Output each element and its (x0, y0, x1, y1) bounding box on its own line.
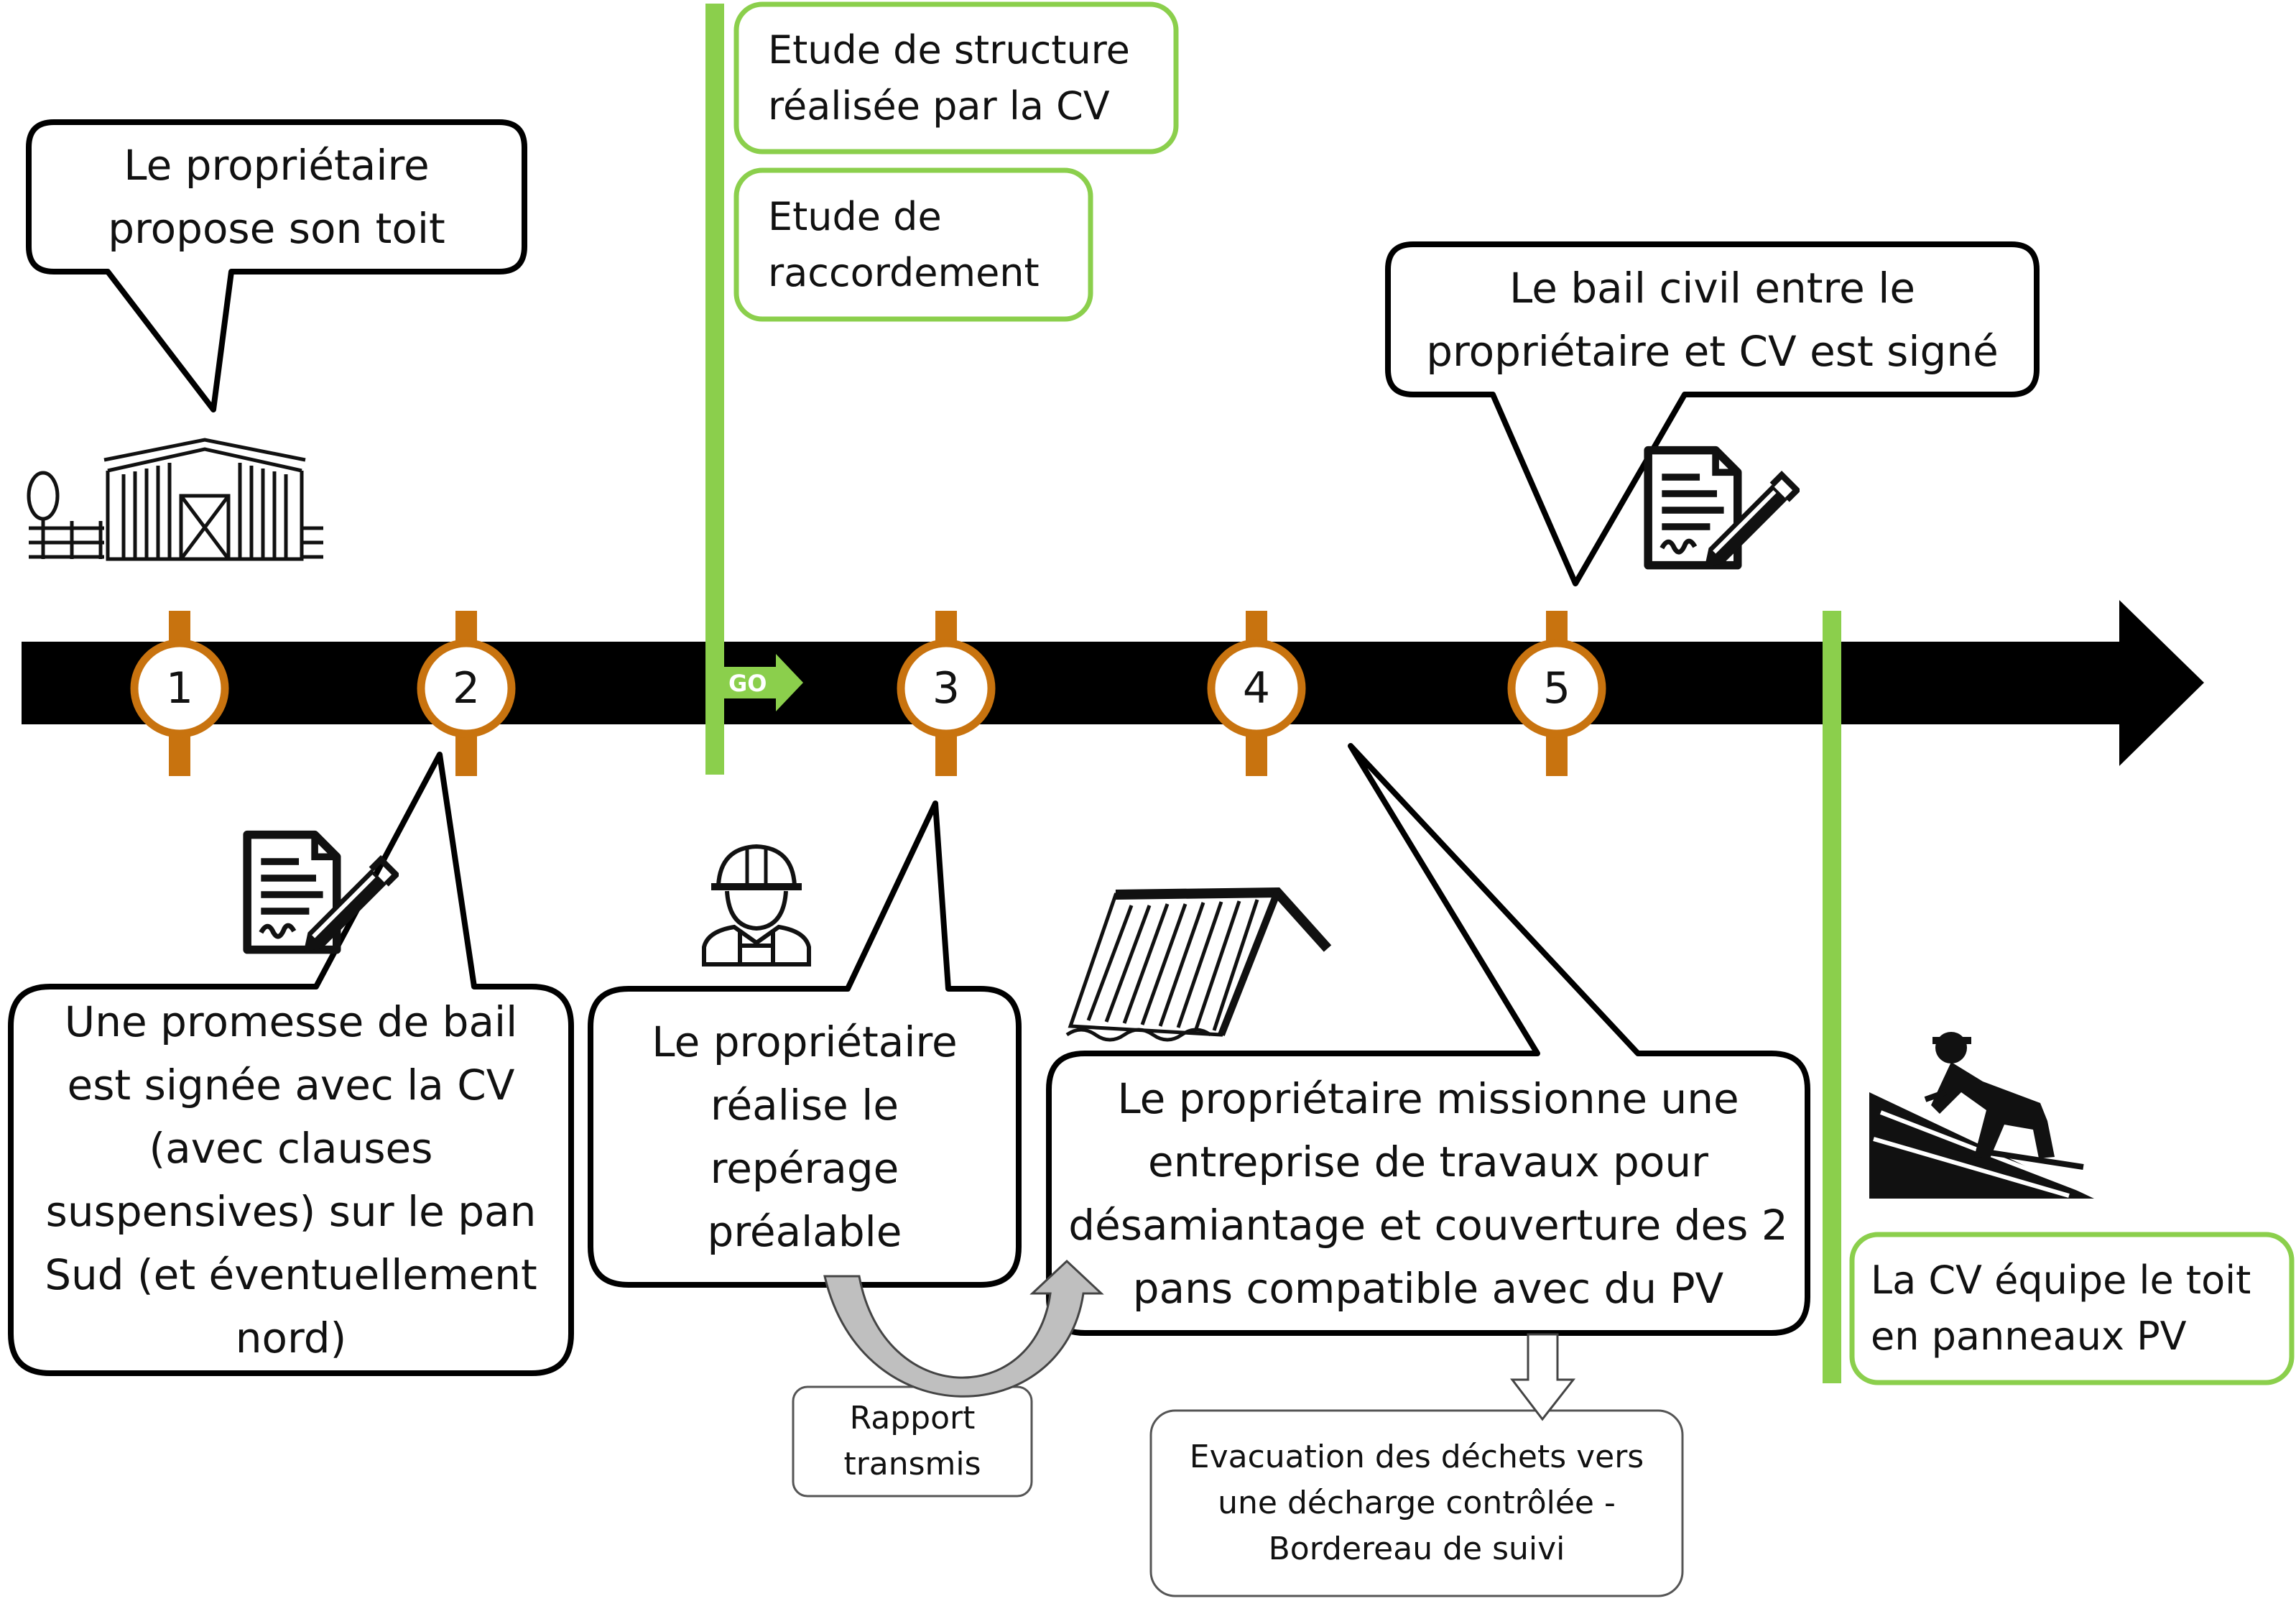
bubble-bail-civil: Le bail civil entre le propriétaire et C… (1388, 244, 2037, 395)
corrugated-roof-icon (1065, 887, 1332, 1042)
bubble-travaux-text: Le propriétaire missionne une entreprise… (1068, 1074, 1788, 1313)
bubble-promesse: Une promesse de bail est signée avec la … (11, 987, 571, 1373)
barn-icon (27, 438, 323, 561)
roofer-icon (1869, 1032, 2094, 1199)
note-equipe-text: La CV équipe le toit en panneaux PV (1871, 1258, 2251, 1359)
bubble-promesse-outline (8, 752, 574, 1376)
bubble-reperage-text: Le propriétaire réalise le repérage préa… (652, 1018, 958, 1256)
step-number-5: 5 (1542, 663, 1571, 714)
note-structure-outline (733, 1, 1179, 154)
note-raccordement-outline (733, 167, 1093, 322)
bubble-reperage: Le propriétaire réalise le repérage préa… (591, 989, 1019, 1285)
note-rapport: Rapport transmis (793, 1387, 1032, 1496)
bubble-travaux: Le propriétaire missionne une entreprise… (1049, 1053, 1807, 1333)
go-label: GO (728, 670, 767, 697)
down-arrow (1509, 1333, 1576, 1421)
note-equipe: La CV équipe le toit en panneaux PV (1852, 1235, 2292, 1383)
note-equipe-outline (1849, 1232, 2295, 1385)
bubble-reperage-outline (588, 800, 1022, 1288)
step-number-2: 2 (452, 663, 481, 714)
bubble-propose: Le propriétaire propose son toit (29, 122, 524, 272)
worker-helmet-icon (702, 844, 811, 966)
note-etude-structure-text: Etude de structure réalisée par la CV (768, 27, 1130, 129)
note-evacuation: Evacuation des déchets vers une décharge… (1151, 1411, 1682, 1596)
step-number-1: 1 (165, 663, 194, 714)
end-line (1823, 611, 1841, 1383)
bubble-bail-civil-text: Le bail civil entre le propriétaire et C… (1426, 263, 1999, 376)
bubble-propose-text: Le propriétaire propose son toit (108, 141, 445, 253)
step-number-4: 4 (1242, 663, 1271, 714)
timeline-bar (22, 642, 2126, 724)
bubble-bail-outline (1385, 241, 2040, 586)
note-rapport-text: Rapport transmis (843, 1400, 981, 1482)
timeline-arrowhead (2119, 600, 2204, 766)
go-arrow (724, 654, 803, 711)
note-evacuation-text: Evacuation des déchets vers une décharge… (1189, 1439, 1644, 1567)
bubble-promesse-text: Une promesse de bail est signée avec la … (45, 997, 537, 1362)
contract-signature-icon-right (1648, 451, 1797, 568)
note-etude-raccordement-text: Etude de raccordement (768, 193, 1040, 295)
note-etude-structure: Etude de structure réalisée par la CV (736, 4, 1176, 152)
step-number-3: 3 (932, 663, 960, 714)
curved-arrow (823, 1259, 1104, 1398)
note-evacuation-outline (1149, 1409, 1684, 1597)
bubble-propose-outline (26, 119, 527, 412)
bubble-travaux-outline (1046, 743, 1810, 1336)
go-line (705, 4, 724, 775)
note-etude-raccordement: Etude de raccordement (736, 170, 1091, 319)
